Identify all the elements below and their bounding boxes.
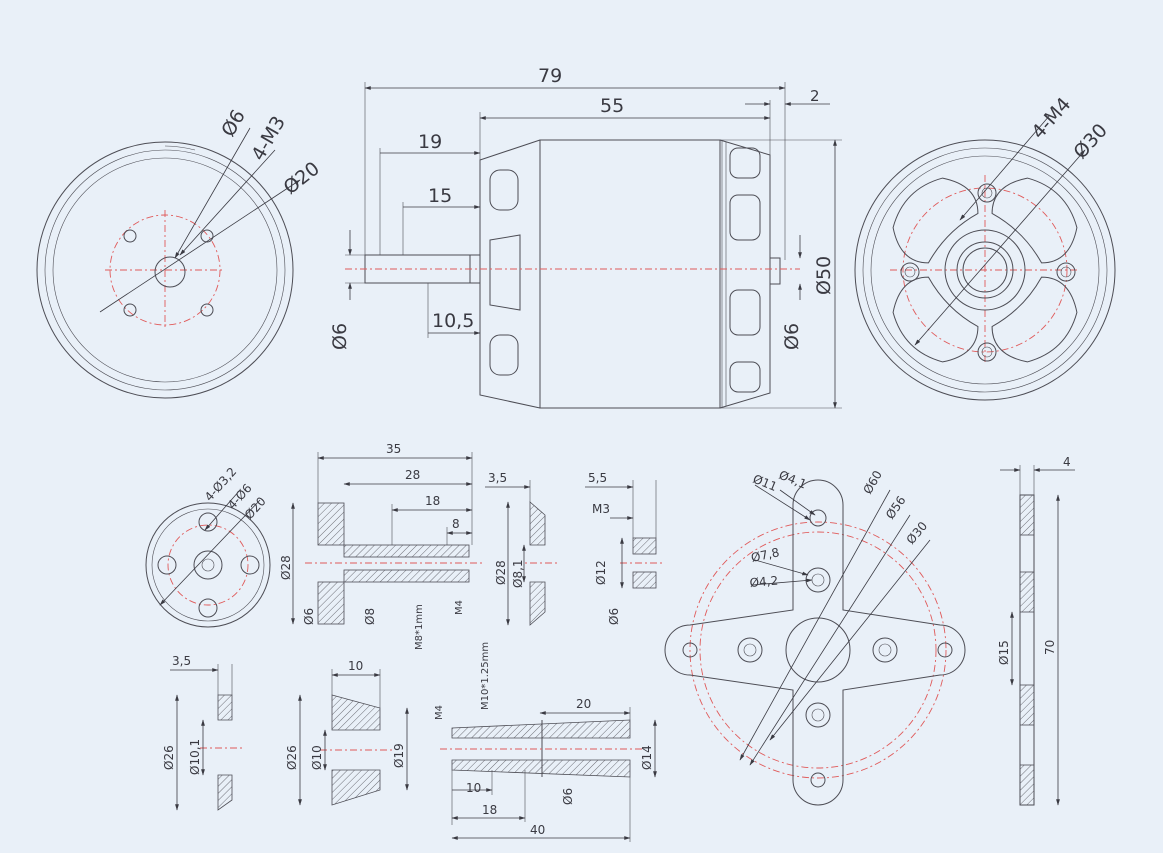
shaft-len-20: 20 xyxy=(576,697,591,711)
cone-len-10: 10 xyxy=(348,659,363,673)
front-dia-20: Ø20 xyxy=(280,158,324,199)
prop-adapter-side: 35 28 18 8 Ø28 Ø6 Ø8 M8*1mm M4 xyxy=(279,442,485,650)
adapter-dia-6: Ø6 xyxy=(302,608,316,625)
side-dia-6-left: Ø6 xyxy=(329,323,351,350)
washer-b: 3,5 Ø26 Ø10,1 xyxy=(162,654,245,811)
mount-side: 4 Ø15 70 xyxy=(997,455,1075,806)
shaft-adapter: 20 Ø14 M10*1.25mm M4 10 Ø6 18 40 xyxy=(434,642,657,842)
rear-dia-30: Ø30 xyxy=(1069,120,1112,164)
mount-dia-60: Ø60 xyxy=(860,468,884,496)
cross-mount: Ø4,1 Ø11 Ø60 Ø56 Ø30 Ø7,8 Ø4,2 xyxy=(664,468,966,806)
washer-a-dia-8-1: Ø8,1 xyxy=(511,559,525,588)
nut-thick: 5,5 xyxy=(588,471,607,485)
washer-b-thick: 3,5 xyxy=(172,654,191,668)
mount-side-thick: 4 xyxy=(1063,455,1071,469)
shaft-dia-14: Ø14 xyxy=(640,745,654,770)
rear-4m4: 4-M4 xyxy=(1027,93,1075,143)
adapter-len-35: 35 xyxy=(386,442,401,456)
adapter-len-8: 8 xyxy=(452,517,460,531)
adapter-len-18: 18 xyxy=(425,494,440,508)
side-len-79: 79 xyxy=(538,65,562,87)
adapter-thread-m8: M8*1mm xyxy=(414,604,425,650)
side-dia-6-right: Ø6 xyxy=(781,323,803,350)
washer-a-thick: 3,5 xyxy=(488,471,507,485)
mount-dia-11: Ø11 xyxy=(751,472,779,494)
cone-dia-19: Ø19 xyxy=(392,743,406,768)
cone: 10 Ø26 Ø10 Ø19 xyxy=(285,659,409,806)
washer-b-dia-10-1: Ø10,1 xyxy=(188,739,202,775)
motor-rear-view: 4-M4 Ø30 xyxy=(854,93,1116,401)
washer-a: 3,5 Ø28 Ø8,1 xyxy=(485,471,560,626)
mount-side-len-70: 70 xyxy=(1043,640,1057,655)
mount-dia-4-1: Ø4,1 xyxy=(777,468,809,492)
washer-b-dia-26: Ø26 xyxy=(162,745,176,770)
adapter-len-28: 28 xyxy=(405,468,420,482)
washer-a-dia-28: Ø28 xyxy=(494,560,508,585)
adapter-dia-8: Ø8 xyxy=(363,608,377,625)
mount-dia-7-8: Ø7,8 xyxy=(750,545,781,565)
side-dia-50: Ø50 xyxy=(813,256,835,295)
motor-front-view: Ø6 4-M3 Ø20 xyxy=(36,106,324,399)
motor-side-view: 79 55 2 19 15 10,5 Ø6 Ø6 Ø50 xyxy=(329,65,842,409)
mount-dia-56: Ø56 xyxy=(883,493,909,521)
mount-side-dia-15: Ø15 xyxy=(997,640,1011,665)
adapter-dia-28: Ø28 xyxy=(279,555,293,580)
nut-m3: M3 xyxy=(592,502,610,516)
shaft-m4: M4 xyxy=(434,705,445,720)
mount-dia-30: Ø30 xyxy=(904,519,931,547)
front-4m3: 4-M3 xyxy=(247,112,290,164)
side-len-55: 55 xyxy=(600,95,624,117)
side-len-19: 19 xyxy=(418,131,442,153)
mount-dia-4-2: Ø4,2 xyxy=(749,574,779,590)
prop-hub-front: 4-Ø3,2 4-Ø6 Ø20 xyxy=(145,465,271,628)
cone-dia-10: Ø10 xyxy=(310,745,324,770)
cone-dia-26: Ø26 xyxy=(285,745,299,770)
nut-dia-12: Ø12 xyxy=(594,560,608,585)
shaft-thread-m10: M10*1.25mm xyxy=(480,642,491,710)
front-dia-6: Ø6 xyxy=(217,106,250,140)
shaft-len-10: 10 xyxy=(466,781,481,795)
shaft-len-18: 18 xyxy=(482,803,497,817)
side-len-15: 15 xyxy=(428,185,452,207)
adapter-m4: M4 xyxy=(454,600,465,615)
shaft-dia-6: Ø6 xyxy=(561,788,575,805)
shaft-len-40: 40 xyxy=(530,823,545,837)
side-len-2: 2 xyxy=(810,87,820,105)
nut-dia-6: Ø6 xyxy=(607,608,621,625)
nut: 5,5 M3 Ø12 Ø6 xyxy=(585,471,665,625)
side-len-10-5: 10,5 xyxy=(432,310,474,332)
